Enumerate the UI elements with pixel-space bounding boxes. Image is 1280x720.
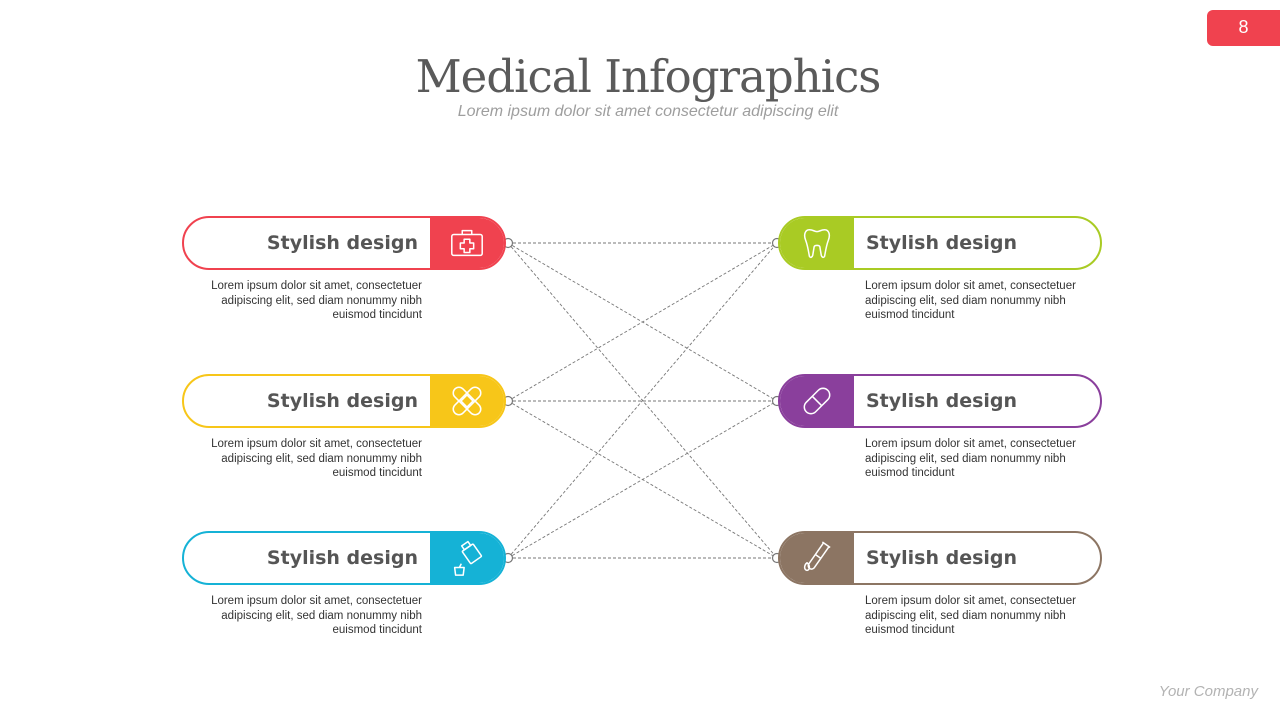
left-card-1: Stylish design [182,216,506,270]
left-card-3-description: Lorem ipsum dolor sit amet, consectetuer… [211,595,422,637]
medicine-bottle-icon [453,540,483,576]
left-card-3: Stylish design [182,531,506,585]
left-card-3-title: Stylish design [266,547,418,569]
left-card-2-icon-box [430,376,504,426]
left-card-1-title: Stylish design [266,232,418,254]
right-card-1: Stylish design [778,216,1102,270]
right-card-3-description: Lorem ipsum dolor sit amet, consectetuer… [865,595,1076,637]
right-card-3-title: Stylish design [866,547,1018,569]
right-card-2-description: Lorem ipsum dolor sit amet, consectetuer… [865,438,1076,480]
left-card-2: Stylish design [182,374,506,428]
link-line-2-1 [507,242,778,402]
page-number: 8 [1207,10,1280,46]
left-card-1-description: Lorem ipsum dolor sit amet, consectetuer… [211,280,422,322]
right-card-2-title: Stylish design [866,390,1018,412]
test-tube-icon [803,541,831,572]
left-card-3-icon-box [430,533,504,583]
left-card-2-description: Lorem ipsum dolor sit amet, consectetuer… [211,438,422,480]
link-line-3-1 [507,242,778,559]
right-card-1-description: Lorem ipsum dolor sit amet, consectetuer… [865,280,1076,322]
left-card-1-icon-box [430,218,504,268]
page-subtitle: Lorem ipsum dolor sit amet consectetur a… [457,103,839,120]
right-card-2: Stylish design [778,374,1102,428]
page-title: Medical Infographics [415,50,882,103]
medical-kit-icon [451,229,483,257]
right-card-1-title: Stylish design [866,232,1018,254]
left-card-2-title: Stylish design [266,390,418,412]
bandage-icon [452,386,482,416]
pill-icon [803,387,831,415]
tooth-icon [803,228,831,259]
link-line-3-2 [507,400,778,559]
right-card-3: Stylish design [778,531,1102,585]
right-card-1-icon-box [780,218,854,268]
right-card-3-icon-box [780,533,854,583]
right-card-2-icon-box [780,376,854,426]
footer-company: Your Company [1158,683,1258,700]
